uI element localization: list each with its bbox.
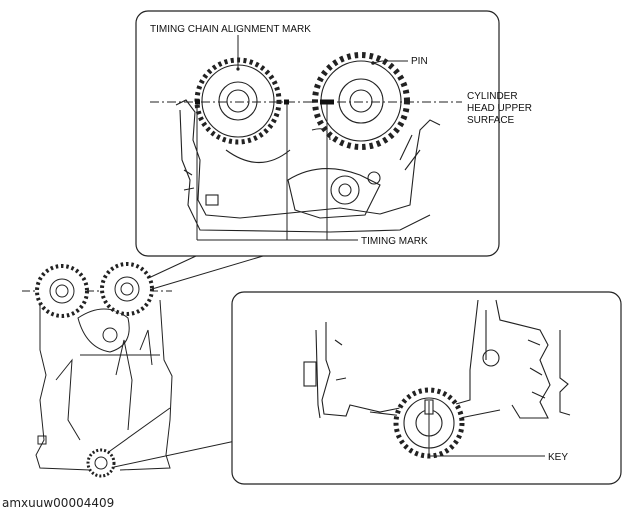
label-pin: PIN xyxy=(411,56,428,67)
label-key: KEY xyxy=(548,452,568,463)
overview-right-sprocket xyxy=(100,262,154,316)
top-detail-callout xyxy=(135,10,500,257)
overview-left-sprocket xyxy=(35,264,89,318)
bottom-detail-callout xyxy=(231,291,622,485)
overview-crank-sprocket xyxy=(86,448,116,478)
left-camshaft-sprocket xyxy=(194,57,282,145)
engine-overview xyxy=(22,290,241,471)
label-cylinder-line1: CYLINDER xyxy=(467,91,518,102)
right-camshaft-sprocket xyxy=(312,52,410,150)
label-alignment-mark: TIMING CHAIN ALIGNMENT MARK xyxy=(150,24,311,35)
crankshaft-sprocket xyxy=(393,387,545,459)
label-cylinder-line3: SURFACE xyxy=(467,115,515,126)
figure-code: amxuuw00004409 xyxy=(2,496,115,510)
label-cylinder-line2: HEAD UPPER xyxy=(467,103,532,114)
label-timing-mark: TIMING MARK xyxy=(361,236,428,247)
